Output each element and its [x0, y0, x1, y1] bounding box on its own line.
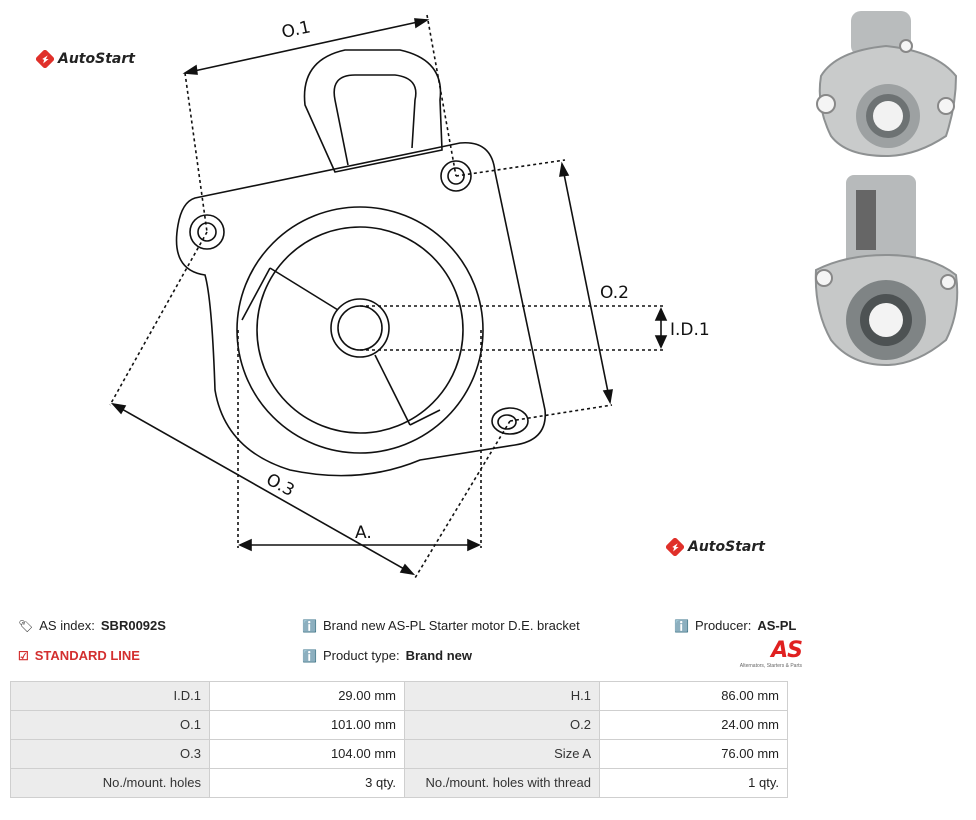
label-id1: I.D.1 [670, 320, 710, 340]
label-a: A. [355, 523, 372, 543]
spec-label: H.1 [404, 681, 600, 711]
mount-hole-bottom-right [491, 407, 529, 435]
spec-value: 76.00 mm [599, 739, 788, 769]
as-pl-logo-mark: AS [771, 638, 803, 663]
spec-label: O.1 [10, 710, 210, 740]
label-o1: O.1 [280, 17, 312, 43]
spec-label: O.2 [404, 710, 600, 740]
check-square-icon: ☑ [18, 648, 29, 663]
description-text: Brand new AS-PL Starter motor D.E. brack… [322, 618, 580, 633]
mount-hole-top-right [440, 160, 472, 192]
autostart-logo-text: AutoStart [58, 51, 135, 67]
as-index-value: SBR0092S [100, 618, 166, 633]
technical-drawing: O.1 O.2 O.3 I.D.1 A. [109, 14, 710, 579]
product-type-value: Brand new [405, 648, 473, 663]
autostart-logo-text: AutoStart [688, 539, 765, 555]
spec-value: 3 qty. [209, 768, 405, 798]
top-lug [303, 49, 443, 173]
producer-value: AS-PL [757, 618, 797, 633]
product-line: ☑ STANDARD LINE [18, 648, 140, 663]
as-index: 🏷 AS index: SBR0092S [18, 618, 166, 633]
as-pl-logo-tagline: Alternators, Starters & Parts [739, 663, 802, 669]
as-pl-logo: AS Alternators, Starters & Parts [716, 638, 803, 669]
producer-label: Producer: [694, 618, 752, 633]
spec-label: No./mount. holes with thread [404, 768, 600, 798]
spec-label: O.3 [10, 739, 210, 769]
producer: ℹ️ Producer: AS-PL [674, 618, 796, 633]
product-type: ℹ️ Product type: Brand new [302, 648, 472, 663]
table-row: O.1 101.00 mm O.2 24.00 mm [10, 710, 788, 740]
tags-icon: 🏷 [18, 618, 34, 633]
info-circle-icon: ℹ️ [302, 648, 317, 663]
description: ℹ️ Brand new AS-PL Starter motor D.E. br… [302, 618, 580, 633]
label-o3: O.3 [263, 470, 298, 501]
specs-table: I.D.1 29.00 mm H.1 86.00 mm O.1 101.00 m… [10, 681, 788, 798]
spec-label: I.D.1 [10, 681, 210, 711]
spec-value: 24.00 mm [599, 710, 788, 740]
as-index-label: AS index: [39, 618, 95, 633]
table-row: No./mount. holes 3 qty. No./mount. holes… [10, 768, 788, 798]
autostart-mark-icon [666, 538, 684, 556]
spec-value: 101.00 mm [209, 710, 405, 740]
product-type-label: Product type: [322, 648, 400, 663]
table-row: O.3 104.00 mm Size A 76.00 mm [10, 739, 788, 769]
spec-value: 29.00 mm [209, 681, 405, 711]
bore-ring [330, 298, 390, 358]
line-label: STANDARD LINE [34, 648, 140, 663]
table-row: I.D.1 29.00 mm H.1 86.00 mm [10, 681, 788, 711]
info-circle-icon: ℹ️ [674, 618, 689, 633]
info-circle-icon: ℹ️ [302, 618, 317, 633]
spec-value: 86.00 mm [599, 681, 788, 711]
flange-outline [175, 141, 546, 477]
spec-value: 104.00 mm [209, 739, 405, 769]
autostart-logo-top: AutoStart [36, 50, 135, 68]
autostart-mark-icon [36, 50, 54, 68]
spec-label: Size A [404, 739, 600, 769]
product-photo-rear[interactable] [806, 170, 966, 370]
product-photo-front[interactable] [806, 6, 966, 161]
spec-label: No./mount. holes [10, 768, 210, 798]
autostart-logo-bottom: AutoStart [666, 538, 765, 556]
label-o2: O.2 [600, 283, 629, 303]
spec-value: 1 qty. [599, 768, 788, 798]
outer-ring [236, 206, 484, 454]
mount-hole-left [189, 214, 225, 250]
